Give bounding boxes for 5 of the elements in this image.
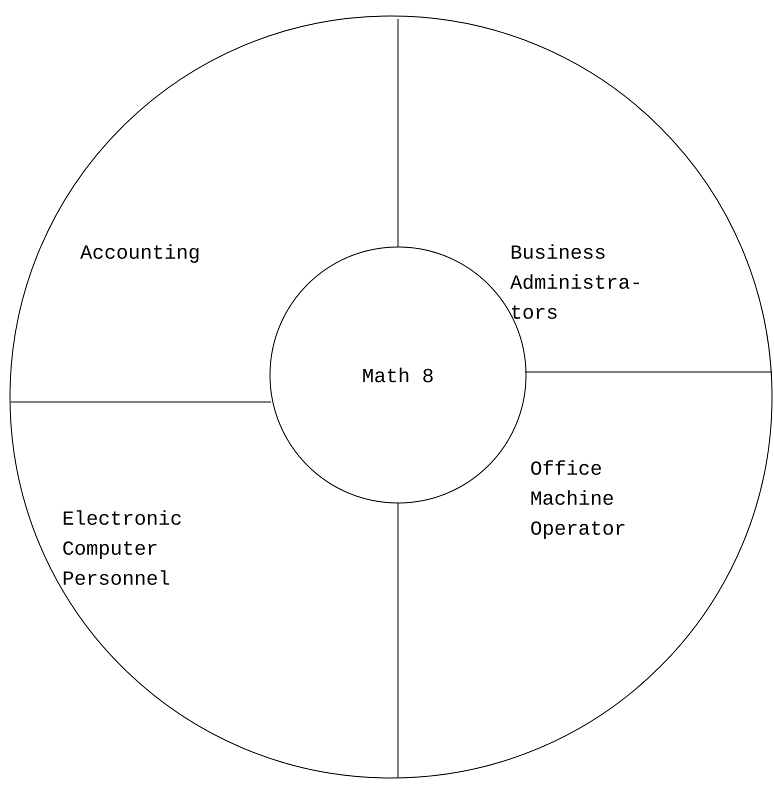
quadrant-label: Office Machine Operator [531, 460, 624, 539]
outer-circle [10, 16, 772, 778]
quadrant-label: Accounting [80, 244, 198, 263]
quadrant-label: Electronic Computer Personnel [63, 510, 181, 585]
quadrant-label: Business Administra- tors [510, 244, 639, 319]
